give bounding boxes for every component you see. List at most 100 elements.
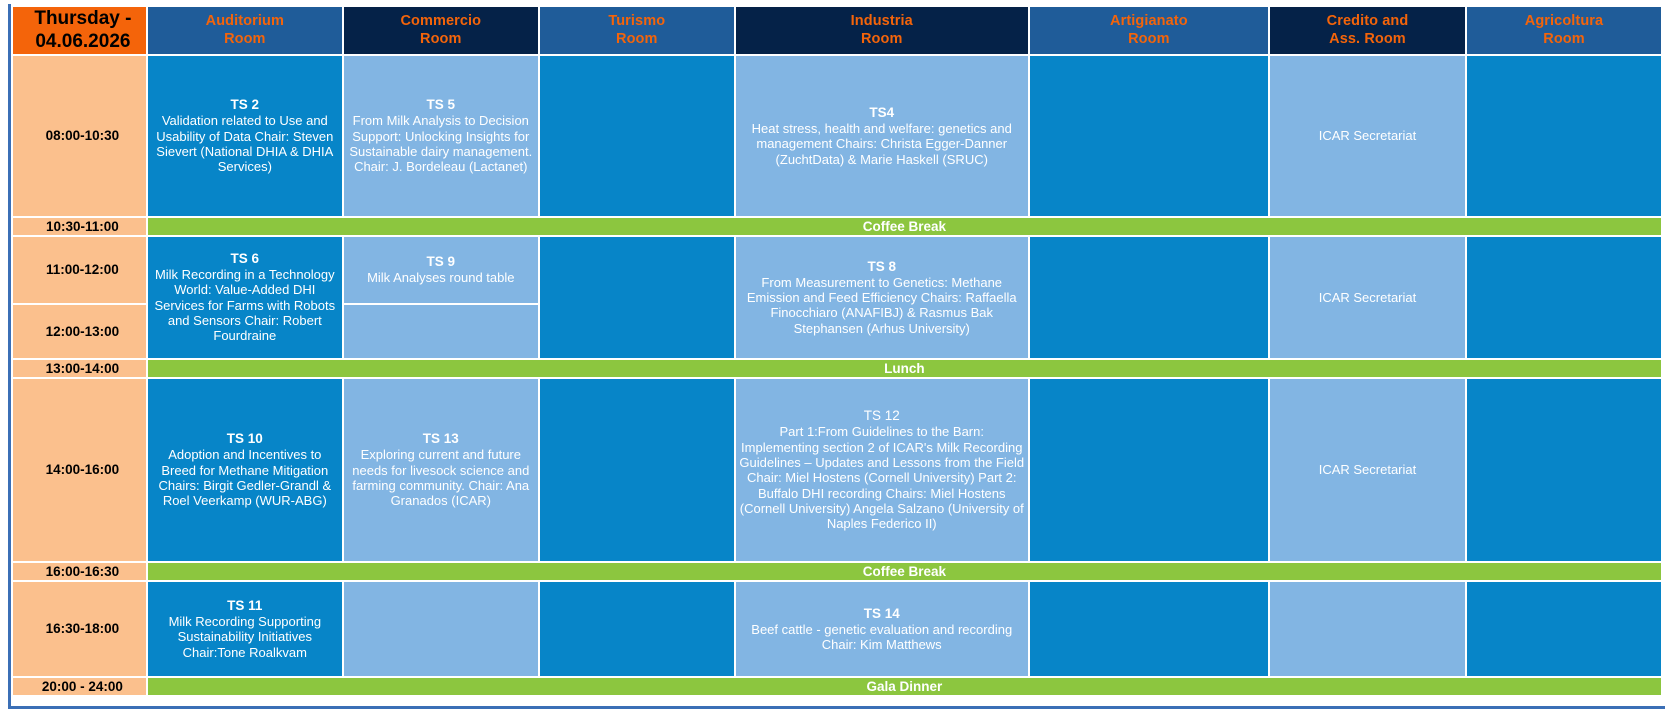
session-ts8[interactable]: TS 8 From Measurement to Genetics: Metha…: [735, 237, 1028, 358]
session-ts12[interactable]: TS 12 Part 1:From Guidelines to the Barn…: [735, 379, 1028, 561]
session-empty-turismo-2[interactable]: [539, 237, 734, 358]
slot-row-1100-1200: 11:00-12:00 TS 6 Milk Recording in a Tec…: [13, 237, 1661, 358]
session-code: TS 14: [863, 605, 900, 621]
session-empty-agricoltura-1[interactable]: [1466, 56, 1661, 216]
room-header-artigianato[interactable]: Artigianato Room: [1029, 7, 1268, 54]
session-code: TS 8: [867, 258, 896, 274]
room-header-credito[interactable]: Credito and Ass. Room: [1269, 7, 1465, 54]
session-empty-turismo-1[interactable]: [539, 56, 734, 216]
session-ts9[interactable]: TS 9 Milk Analyses round table: [343, 237, 538, 303]
room-header-auditorium[interactable]: Auditorium Room: [147, 7, 342, 54]
session-details: Validation related to Use and Usability …: [156, 113, 334, 175]
session-details: Milk Recording in a Technology World: Va…: [154, 267, 336, 344]
slot-row-1630-1800: 16:30-18:00 TS 11 Milk Recording Support…: [13, 582, 1661, 676]
room-suffix: Room: [860, 30, 903, 47]
session-icar-secretariat-2[interactable]: ICAR Secretariat: [1269, 237, 1465, 358]
break-coffee-2: Coffee Break: [147, 563, 1661, 580]
session-details: From Measurement to Genetics: Methane Em…: [746, 274, 1017, 336]
session-ts6[interactable]: TS 6 Milk Recording in a Technology Worl…: [147, 237, 342, 358]
session-details: Part 1:From Guidelines to the Barn: Impl…: [739, 424, 1025, 532]
session-ts14[interactable]: TS 14 Beef cattle - genetic evaluation a…: [735, 582, 1028, 676]
room-header-commercio[interactable]: Commercio Room: [343, 7, 538, 54]
table-frame: [8, 4, 1665, 709]
session-details: ICAR Secretariat: [1318, 289, 1417, 305]
time-label-1200-1300: 12:00-13:00: [13, 305, 146, 358]
session-ts11[interactable]: TS 11 Milk Recording Supporting Sustaina…: [147, 582, 342, 676]
room-header-turismo[interactable]: Turismo Room: [539, 7, 734, 54]
break-row-coffee-1: 10:30-11:00 Coffee Break: [13, 218, 1661, 235]
room-suffix: Room: [1543, 30, 1585, 47]
session-code: TS 9: [426, 254, 456, 270]
session-empty-artigianato-4[interactable]: [1029, 582, 1268, 676]
room-name: Industria: [850, 13, 913, 30]
session-details: From Milk Analysis to Decision Support: …: [349, 113, 533, 175]
slot-row-0800-1030: 08:00-10:30 TS 2 Validation related to U…: [13, 56, 1661, 216]
session-empty-agricoltura-4[interactable]: [1466, 582, 1661, 676]
session-empty-commercio-4[interactable]: [343, 582, 538, 676]
session-details: Heat stress, health and welfare: genetic…: [751, 120, 1012, 167]
room-suffix: Room: [224, 30, 266, 47]
room-header-industria[interactable]: Industria Room: [735, 7, 1028, 54]
time-label-0800-1030: 08:00-10:30: [13, 56, 146, 216]
room-suffix: Ass. Room: [1329, 30, 1406, 47]
session-empty-artigianato-3[interactable]: [1029, 379, 1268, 561]
room-suffix: Room: [1128, 30, 1170, 47]
session-details: Milk Analyses round table: [367, 270, 515, 286]
session-empty-credito-4[interactable]: [1269, 582, 1465, 676]
room-name: Turismo: [608, 13, 666, 30]
break-row-coffee-2: 16:00-16:30 Coffee Break: [13, 563, 1661, 580]
session-ts10[interactable]: TS 10 Adoption and Incentives to Breed f…: [147, 379, 342, 561]
session-empty-artigianato-1[interactable]: [1029, 56, 1268, 216]
session-code: TS 6: [230, 251, 260, 267]
day-title-line2: 04.06.2026: [35, 30, 131, 52]
time-label-2000-2400: 20:00 - 24:00: [13, 678, 146, 695]
break-lunch: Lunch: [147, 360, 1661, 377]
session-ts13[interactable]: TS 13 Exploring current and future needs…: [343, 379, 538, 561]
room-name: Credito and: [1326, 13, 1409, 30]
session-code: TS 12: [863, 408, 900, 424]
session-code: TS4: [869, 105, 895, 121]
session-details: Beef cattle - genetic evaluation and rec…: [751, 621, 1013, 652]
session-empty-turismo-4[interactable]: [539, 582, 734, 676]
session-empty-agricoltura-3[interactable]: [1466, 379, 1661, 561]
session-details: ICAR Secretariat: [1318, 462, 1417, 478]
session-icar-secretariat-3[interactable]: ICAR Secretariat: [1269, 379, 1465, 561]
session-icar-secretariat-1[interactable]: ICAR Secretariat: [1269, 56, 1465, 216]
room-name: Agricoltura: [1524, 13, 1604, 30]
slot-row-1200-1300: 12:00-13:00: [13, 305, 1661, 358]
session-details: Exploring current and future needs for l…: [352, 447, 530, 509]
time-label-1400-1600: 14:00-16:00: [13, 379, 146, 561]
session-ts2[interactable]: TS 2 Validation related to Use and Usabi…: [147, 56, 342, 216]
break-row-lunch: 13:00-14:00 Lunch: [13, 360, 1661, 377]
break-gala-dinner: Gala Dinner: [147, 678, 1661, 695]
session-ts5[interactable]: TS 5 From Milk Analysis to Decision Supp…: [343, 56, 538, 216]
room-suffix: Room: [420, 30, 462, 47]
session-details: Milk Recording Supporting Sustainability…: [168, 613, 322, 660]
time-label-1630-1800: 16:30-18:00: [13, 582, 146, 676]
session-details: Adoption and Incentives to Breed for Met…: [158, 447, 332, 509]
room-name: Artigianato: [1110, 13, 1188, 30]
header-row: Thursday - 04.06.2026 Auditorium Room Co…: [13, 7, 1661, 54]
time-label-1600-1630: 16:00-16:30: [13, 563, 146, 580]
session-code: TS 13: [422, 431, 459, 447]
time-label-1030-1100: 10:30-11:00: [13, 218, 146, 235]
session-empty-turismo-3[interactable]: [539, 379, 734, 561]
session-code: TS 5: [426, 97, 456, 113]
day-title-line1: Thursday -: [34, 8, 132, 30]
session-code: TS 2: [230, 97, 260, 113]
session-empty-commercio-2[interactable]: [343, 305, 538, 358]
time-label-1100-1200: 11:00-12:00: [13, 237, 146, 303]
session-empty-agricoltura-2[interactable]: [1466, 237, 1661, 358]
session-details: ICAR Secretariat: [1318, 128, 1417, 144]
session-ts4[interactable]: TS4 Heat stress, health and welfare: gen…: [735, 56, 1028, 216]
break-coffee-1: Coffee Break: [147, 218, 1661, 235]
time-label-1300-1400: 13:00-14:00: [13, 360, 146, 377]
room-name: Commercio: [400, 13, 482, 30]
room-suffix: Room: [616, 30, 658, 47]
room-header-agricoltura[interactable]: Agricoltura Room: [1466, 7, 1661, 54]
conference-schedule-table: Thursday - 04.06.2026 Auditorium Room Co…: [11, 5, 1663, 697]
session-code: TS 11: [227, 598, 263, 614]
session-empty-artigianato-2[interactable]: [1029, 237, 1268, 358]
day-title-cell: Thursday - 04.06.2026: [13, 7, 146, 54]
